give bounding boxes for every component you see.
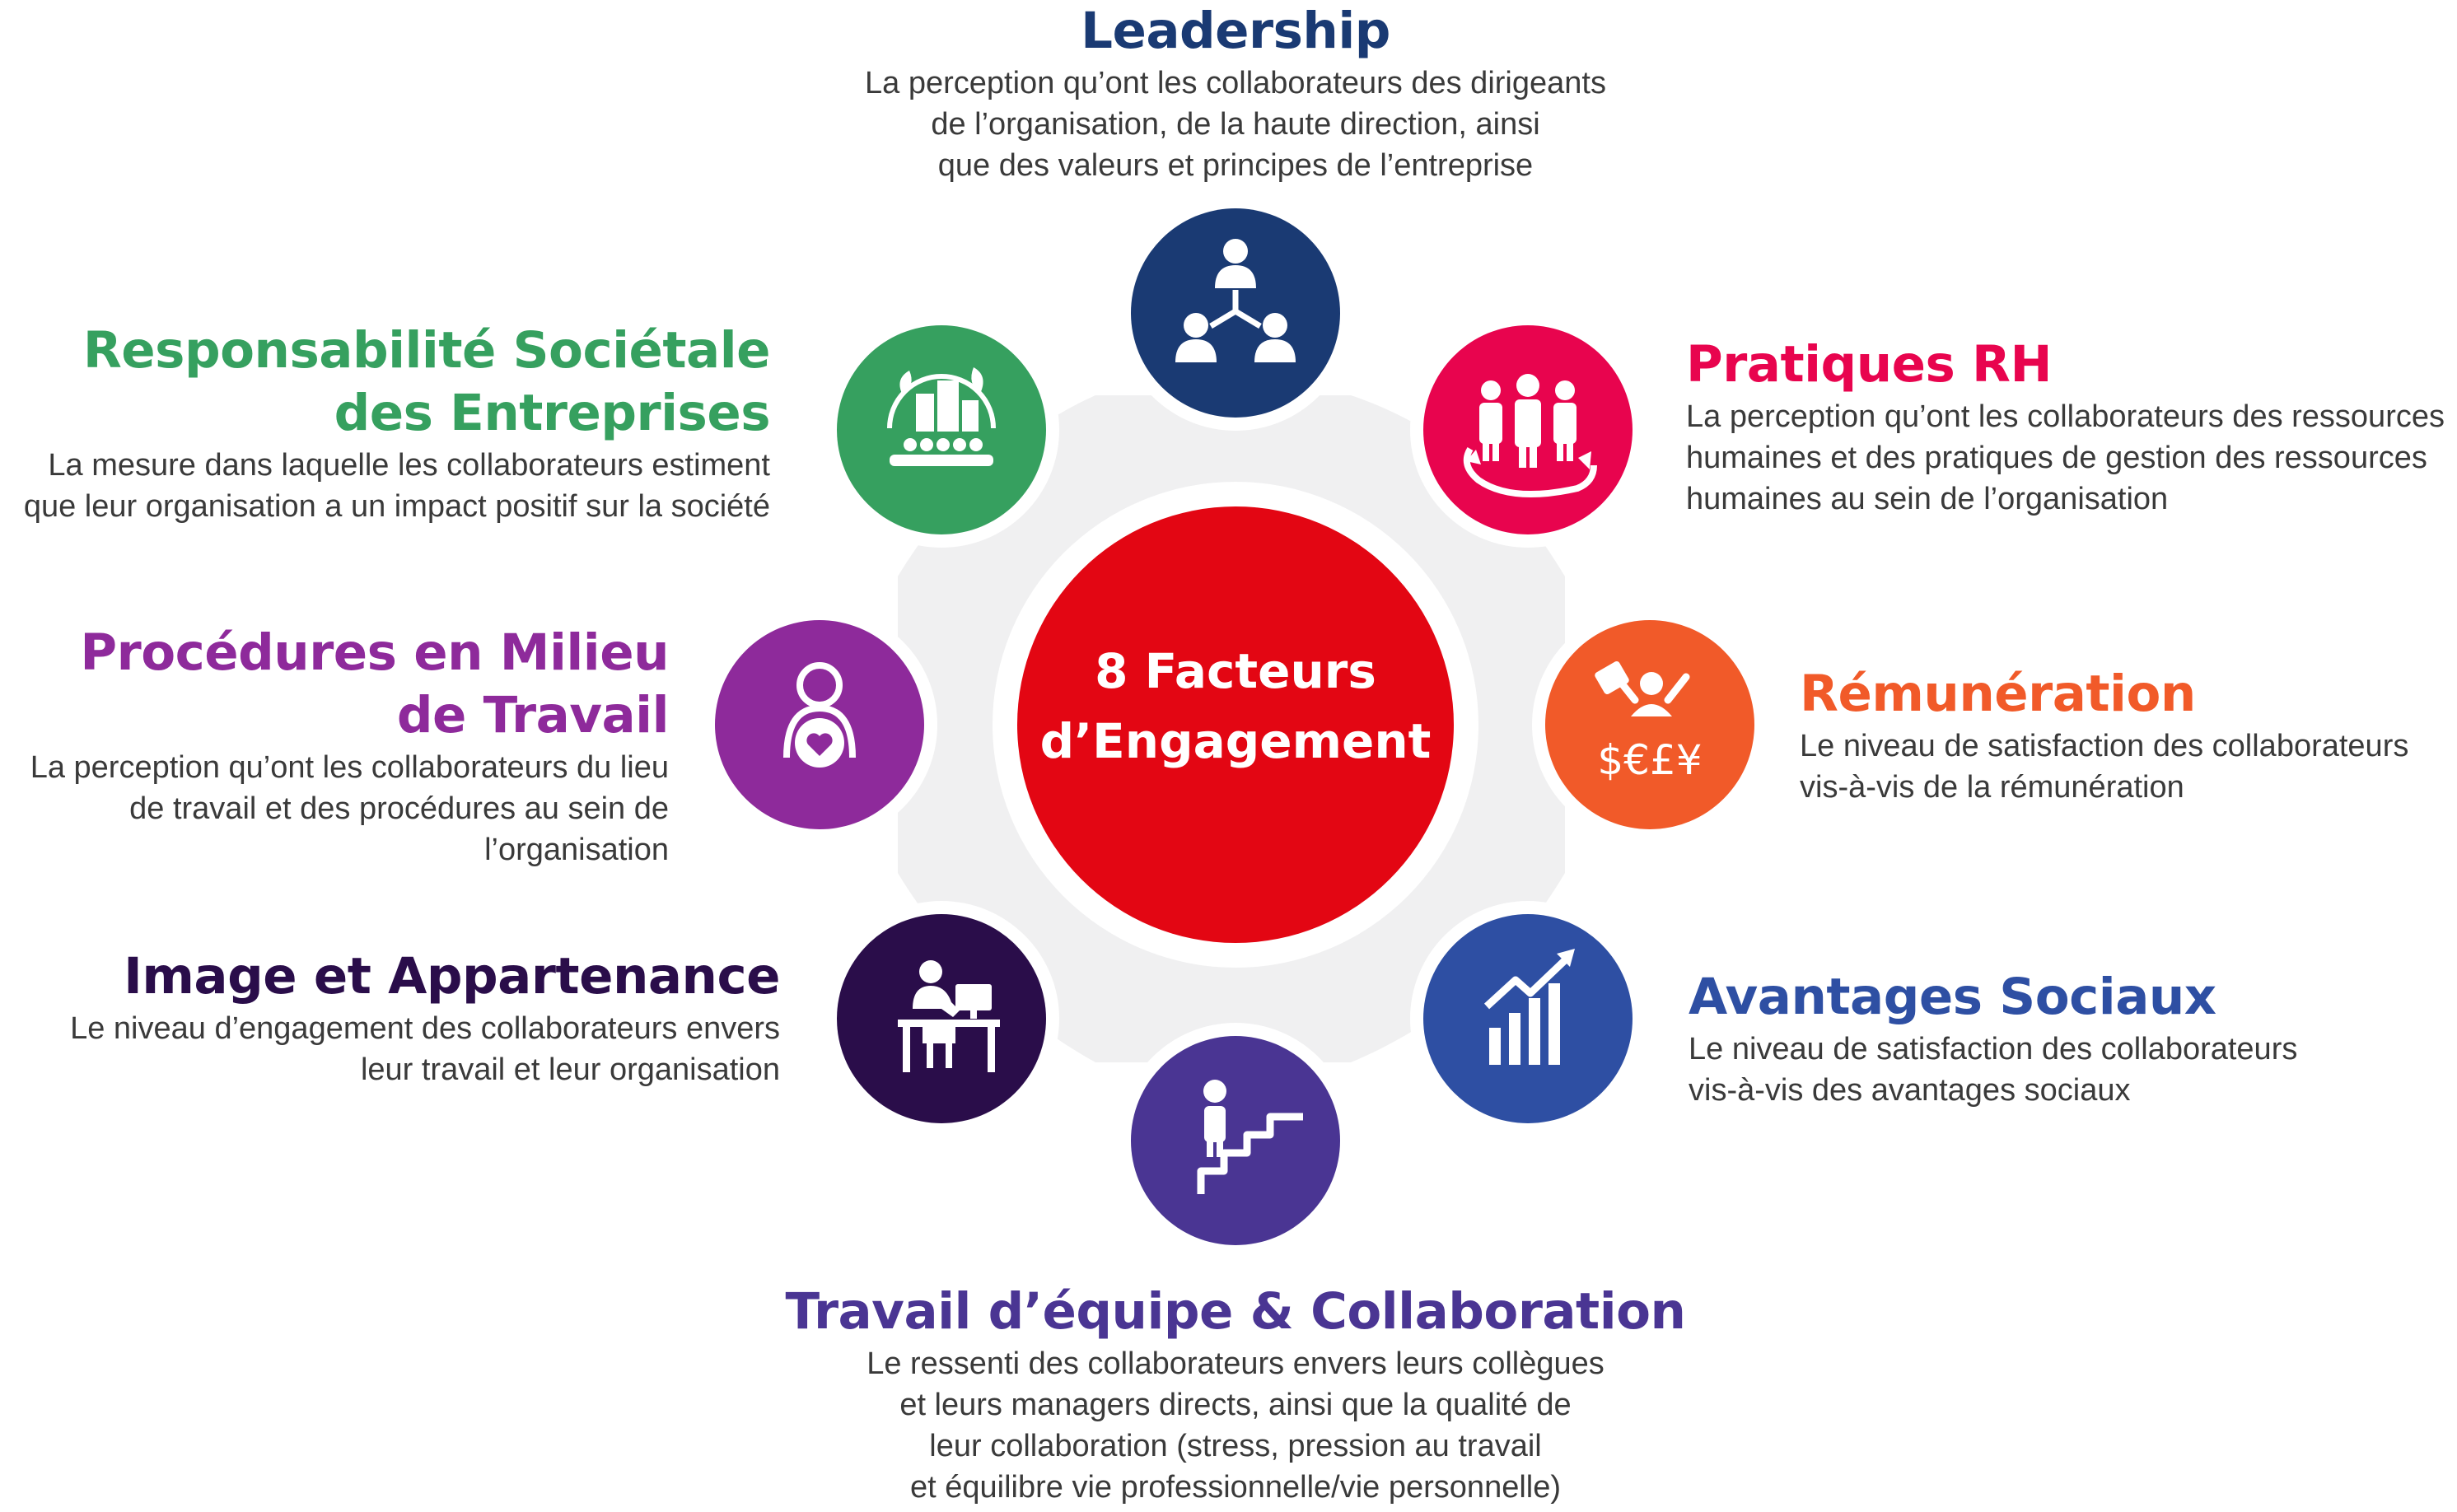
factor-leadership: Leadership La perception qu’ont les coll… bbox=[824, 0, 1647, 186]
center-title-line1: 8 Facteurs bbox=[1095, 643, 1376, 699]
stairs-climb-icon bbox=[1197, 1080, 1303, 1194]
title-line: Leadership bbox=[1081, 2, 1390, 60]
factor-title: Rémunération bbox=[1800, 663, 2450, 726]
factor-avantages-sociaux: Avantages Sociaux Le niveau de satisfact… bbox=[1689, 966, 2430, 1111]
desc-line: vis-à-vis de la rémunération bbox=[1800, 770, 2184, 805]
title-line: Pratiques RH bbox=[1686, 335, 2053, 394]
title-line: de Travail bbox=[396, 686, 670, 744]
desc-line: Le niveau de satisfaction des collaborat… bbox=[1689, 1032, 2298, 1066]
currency-cheer-icon: $€£¥ bbox=[1595, 660, 1703, 784]
desc-line: La perception qu’ont les collaborateurs … bbox=[1686, 399, 2445, 434]
avantages-sociaux-circle bbox=[1423, 914, 1633, 1123]
image-appartenance-circle bbox=[837, 914, 1046, 1123]
center-node: 8 Facteurs d’Engagement bbox=[993, 482, 1478, 968]
travail-equipe-circle bbox=[1131, 1036, 1340, 1245]
factor-description: La mesure dans laquelle les collaborateu… bbox=[0, 445, 770, 527]
desc-line: leur travail et leur organisation bbox=[360, 1052, 780, 1087]
currency-symbols: $€£¥ bbox=[1597, 736, 1702, 784]
factor-travail-equipe: Travail d’équipe & Collaboration Le ress… bbox=[741, 1281, 1730, 1508]
city-globe-icon bbox=[887, 367, 996, 466]
title-line: Responsabilité Sociétale bbox=[82, 321, 771, 380]
factor-description: La perception qu’ont les collaborateurs … bbox=[1686, 396, 2452, 520]
factor-title: Leadership bbox=[824, 0, 1647, 63]
desc-line: Le niveau de satisfaction des collaborat… bbox=[1800, 729, 2409, 763]
factor-procedures: Procédures en Milieu de Travail La perce… bbox=[0, 622, 670, 870]
desc-line: que leur organisation a un impact positi… bbox=[23, 489, 770, 524]
factor-description: Le niveau de satisfaction des collaborat… bbox=[1800, 726, 2450, 808]
circle-image-appartenance bbox=[824, 901, 1059, 1136]
desc-line: leur collaboration (stress, pression au … bbox=[929, 1429, 1542, 1463]
desc-line: l’organisation bbox=[484, 833, 669, 867]
desc-line: La mesure dans laquelle les collaborateu… bbox=[48, 448, 770, 483]
title-line: Procédures en Milieu bbox=[80, 623, 669, 682]
desc-line: et leurs managers directs, ainsi que la … bbox=[899, 1388, 1572, 1422]
factor-description: Le niveau d’engagement des collaborateur… bbox=[0, 1008, 780, 1090]
desk-worker-icon bbox=[898, 960, 1000, 1072]
factor-rse: Responsabilité Sociétale des Entreprises… bbox=[0, 320, 771, 527]
desc-line: Le niveau d’engagement des collaborateur… bbox=[70, 1011, 780, 1046]
factor-pratiques-rh: Pratiques RH La perception qu’ont les co… bbox=[1686, 334, 2452, 520]
title-line: Travail d’équipe & Collaboration bbox=[785, 1282, 1686, 1341]
growth-chart-icon bbox=[1483, 949, 1575, 1065]
factor-title: Pratiques RH bbox=[1686, 334, 2452, 396]
factor-title: Responsabilité Sociétale des Entreprises bbox=[0, 320, 771, 445]
factor-description: La perception qu’ont les collaborateurs … bbox=[824, 63, 1647, 186]
title-line: Rémunération bbox=[1800, 665, 2196, 723]
desc-line: La perception qu’ont les collaborateurs … bbox=[30, 750, 669, 785]
title-line: des Entreprises bbox=[334, 384, 771, 442]
desc-line: Le ressenti des collaborateurs envers le… bbox=[866, 1346, 1605, 1381]
factor-remuneration: Rémunération Le niveau de satisfaction d… bbox=[1800, 663, 2450, 808]
factor-title: Image et Appartenance bbox=[0, 945, 780, 1008]
hierarchy-people-icon bbox=[1175, 239, 1296, 362]
desc-line: que des valeurs et principes de l’entrep… bbox=[937, 148, 1534, 183]
center-title-line2: d’Engagement bbox=[1040, 713, 1432, 769]
desc-line: de travail et des procédures au sein de bbox=[129, 791, 669, 826]
circle-remuneration bbox=[1532, 607, 1768, 842]
person-heart-icon bbox=[783, 662, 856, 768]
desc-line: La perception qu’ont les collaborateurs … bbox=[865, 66, 1606, 100]
factor-image-appartenance: Image et Appartenance Le niveau d’engage… bbox=[0, 945, 780, 1090]
factor-description: Le ressenti des collaborateurs envers le… bbox=[741, 1343, 1730, 1508]
factor-title: Avantages Sociaux bbox=[1689, 966, 2430, 1029]
desc-line: humaines au sein de l’organisation bbox=[1686, 482, 2169, 516]
circle-travail-equipe bbox=[1118, 1023, 1353, 1258]
desc-line: vis-à-vis des avantages sociaux bbox=[1689, 1073, 2131, 1108]
people-cycle-icon bbox=[1463, 374, 1597, 498]
desc-line: et équilibre vie professionnelle/vie per… bbox=[909, 1470, 1562, 1505]
desc-line: humaines et des pratiques de gestion des… bbox=[1686, 441, 2427, 475]
factor-description: La perception qu’ont les collaborateurs … bbox=[0, 747, 669, 870]
title-line: Image et Appartenance bbox=[124, 947, 780, 1006]
circle-avantages-sociaux bbox=[1410, 901, 1646, 1136]
factor-title: Travail d’équipe & Collaboration bbox=[741, 1281, 1730, 1343]
title-line: Avantages Sociaux bbox=[1689, 968, 2216, 1026]
center-circle bbox=[1017, 506, 1454, 943]
factor-description: Le niveau de satisfaction des collaborat… bbox=[1689, 1029, 2430, 1111]
remuneration-circle bbox=[1545, 620, 1754, 829]
factor-title: Procédures en Milieu de Travail bbox=[0, 622, 669, 747]
desc-line: de l’organisation, de la haute direction… bbox=[931, 107, 1540, 142]
